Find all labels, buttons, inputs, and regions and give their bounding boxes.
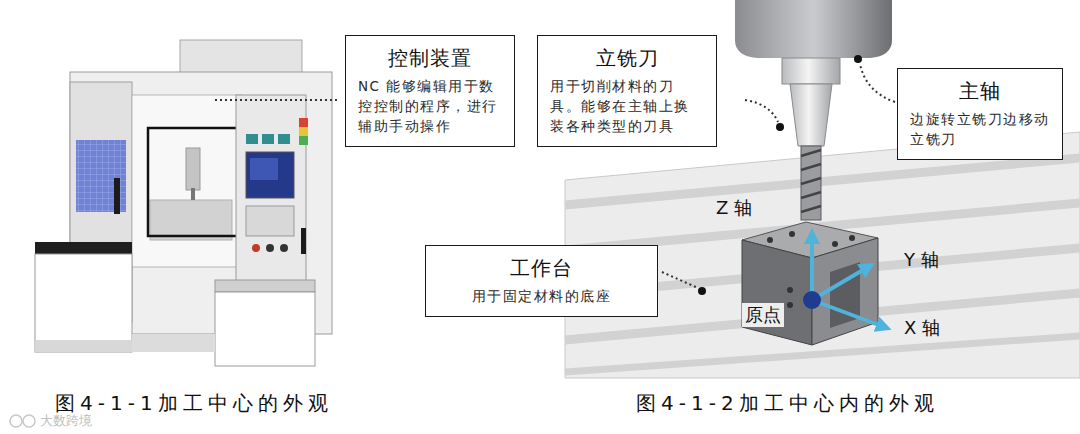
machine-illustration-part (252, 244, 260, 252)
watermark-logo-part (10, 415, 22, 427)
leader-lines-part (854, 55, 862, 63)
callout-title: 立铣刀 (550, 44, 704, 72)
callout-title: 主轴 (910, 77, 1050, 105)
machine-illustration-part (215, 99, 340, 101)
machine-illustration-part (191, 188, 195, 200)
machine-illustration-part (266, 244, 274, 252)
machine-illustration-part (35, 242, 132, 254)
machine-illustration-part (299, 136, 308, 145)
callout-body: NC 能够编辑用于数控控制的程序，进行辅助手动操作 (358, 76, 502, 136)
spindle-illustration-part (735, 0, 892, 58)
machine-illustration-part (301, 228, 306, 254)
leader-lines-part (698, 287, 706, 295)
spindle-illustration (735, 0, 892, 220)
workpiece-illustration-part (787, 302, 793, 308)
machine-illustration (35, 40, 340, 366)
machine-illustration-part (35, 340, 132, 352)
workpiece-illustration-part (832, 241, 838, 247)
axes-part (812, 300, 884, 327)
machine-illustration-part (246, 206, 294, 236)
workpiece-illustration-part (742, 240, 812, 345)
leader-lines-part (662, 272, 698, 288)
machine-illustration-part (186, 148, 200, 190)
machine-illustration-part (299, 127, 308, 136)
spindle-illustration-part (801, 150, 821, 212)
callout-title: 控制装置 (358, 44, 502, 72)
watermark: 大数跨境 (40, 412, 92, 430)
callout-title: 工作台 (438, 254, 645, 282)
callout-body: 用于固定材料的底座 (438, 286, 645, 306)
machine-illustration-part (280, 244, 288, 252)
callout-box: 主轴边旋转立铣刀边移动立铣刀 (897, 68, 1063, 160)
leader-lines-part (860, 64, 895, 102)
table-illustration-part (565, 158, 1080, 205)
spindle-illustration-part (782, 58, 840, 84)
workpiece-illustration-part (849, 235, 855, 241)
watermark-logo (10, 415, 35, 427)
workpiece-illustration-part (767, 237, 773, 243)
machine-illustration-part (35, 254, 132, 352)
machine-illustration-part (132, 334, 215, 352)
machine-illustration-part (246, 152, 294, 198)
machine-illustration-part (236, 95, 306, 293)
leader-lines-part (776, 123, 784, 131)
callout-box: 控制装置 NC 能够编辑用于数控控制的程序，进行辅助手动操作 (345, 35, 515, 147)
axes-part (810, 236, 814, 300)
callout-box: 工作台用于固定材料的底座 (425, 245, 658, 317)
workpiece-illustration-part (789, 231, 795, 237)
figure-caption: 图4-1-1加工中心的外观 (55, 390, 333, 417)
machine-illustration-part (215, 292, 315, 366)
axes-part (803, 291, 821, 309)
axes (803, 236, 884, 327)
callout-body: 用于切削材料的刀具。能够在主轴上换装各种类型的刀具 (550, 76, 704, 136)
workpiece-illustration-part (812, 238, 878, 345)
machine-illustration-part (215, 280, 315, 292)
callout-box: 立铣刀用于切削材料的刀具。能够在主轴上换装各种类型的刀具 (537, 35, 717, 147)
axes-part (812, 267, 868, 300)
leader-lines-part (745, 100, 778, 122)
machine-illustration-part (250, 158, 278, 180)
machine-illustration-part (262, 134, 274, 144)
workpiece-illustration-part (787, 287, 793, 293)
machine-illustration-part (150, 200, 232, 240)
spindle-illustration-part (801, 146, 821, 220)
machine-illustration-part (114, 178, 120, 214)
watermark-logo-part (23, 415, 35, 427)
origin-label: 原点 (742, 303, 784, 327)
machine-illustration-part (299, 118, 308, 127)
callout-body: 边旋转立铣刀边移动立铣刀 (910, 109, 1050, 149)
machine-illustration-part (278, 134, 290, 144)
machine-illustration-part (246, 134, 258, 144)
axis-label: Z 轴 (716, 196, 752, 220)
workpiece-illustration (742, 222, 878, 345)
machine-illustration-part (132, 95, 242, 267)
axis-label: X 轴 (904, 316, 940, 340)
figure-caption: 图4-1-2加工中心内的外观 (636, 390, 939, 417)
spindle-illustration-part (790, 84, 832, 146)
machine-illustration-part (148, 128, 238, 236)
axis-label: Y 轴 (904, 248, 939, 272)
